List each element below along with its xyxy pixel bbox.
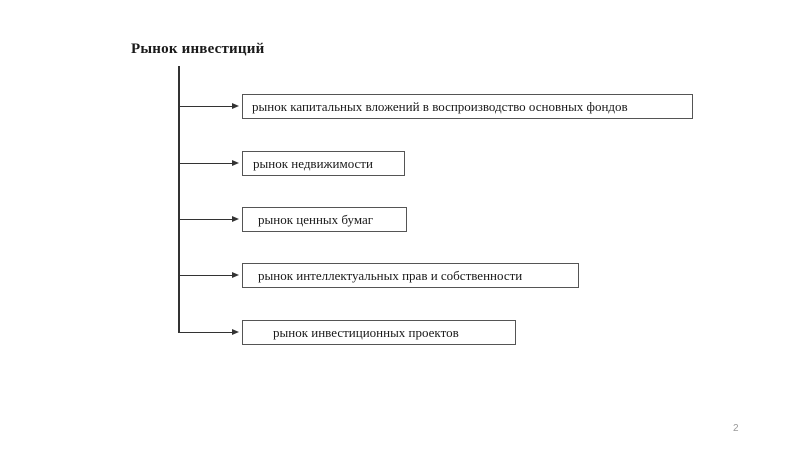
arrow-capital-investment: [180, 103, 239, 109]
node-label: рынок инвестиционных проектов: [273, 324, 459, 340]
page-number: 2: [733, 423, 739, 434]
node-capital-investment-market: рынок капитальных вложений в воспроизвод…: [242, 94, 693, 119]
node-securities-market: рынок ценных бумаг: [242, 207, 407, 232]
node-intellectual-property-market: рынок интеллектуальных прав и собственно…: [242, 263, 579, 288]
diagram-title: Рынок инвестиций: [131, 41, 265, 57]
node-label: рынок недвижимости: [253, 155, 373, 171]
node-label: рынок ценных бумаг: [258, 211, 374, 227]
arrow-investment-projects: [180, 329, 239, 335]
node-label: рынок интеллектуальных прав и собственно…: [258, 267, 523, 283]
node-real-estate-market: рынок недвижимости: [242, 151, 405, 176]
arrow-real-estate: [180, 160, 239, 166]
connector-trunk: [178, 66, 180, 333]
arrow-intellectual-property: [180, 272, 239, 278]
arrow-securities: [180, 216, 239, 222]
node-investment-projects-market: рынок инвестиционных проектов: [242, 320, 516, 345]
node-label: рынок капитальных вложений в воспроизвод…: [252, 98, 628, 114]
